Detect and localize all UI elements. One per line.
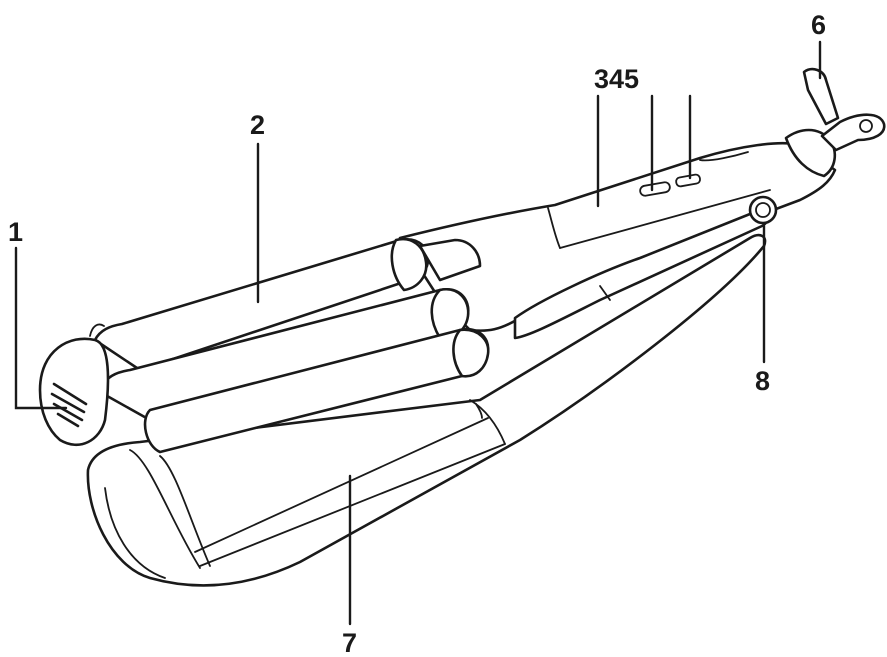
swivel-cord: [784, 67, 886, 178]
leader-lines: [14, 40, 822, 626]
lock-button: [748, 195, 778, 225]
callout-345: 345: [594, 64, 639, 94]
lower-plate: [86, 233, 767, 587]
callout-6: 6: [811, 10, 826, 40]
leader-1: [14, 246, 68, 410]
cool-tip: [38, 323, 110, 446]
upper-barrel: [93, 237, 482, 372]
callout-2: 2: [250, 110, 265, 140]
callout-1: 1: [8, 217, 23, 247]
lower-barrel: [143, 327, 490, 454]
callout-8: 8: [755, 366, 770, 396]
handle: [398, 141, 837, 332]
callout-7: 7: [342, 628, 357, 657]
